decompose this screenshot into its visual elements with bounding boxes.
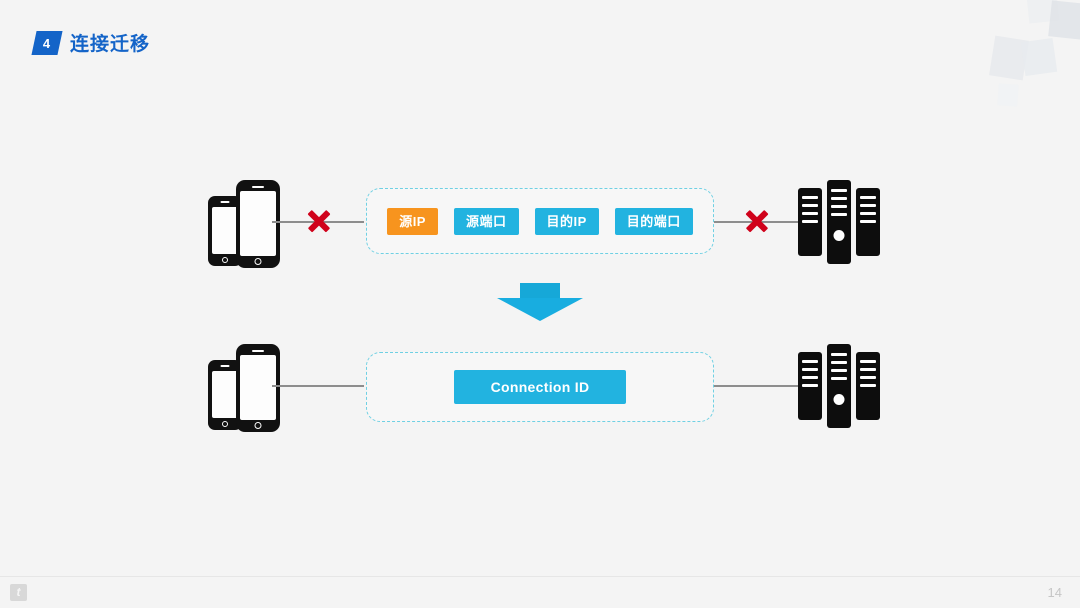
server-slot — [802, 212, 818, 215]
server-tower-left — [798, 188, 822, 256]
server-slot — [831, 369, 847, 372]
footer-bar — [0, 577, 1080, 608]
server-slot — [802, 360, 818, 363]
server-power-indicator — [833, 230, 845, 241]
server-slot — [831, 361, 847, 364]
connection-line-right-bottom — [714, 385, 800, 387]
diagram-row-after: Connection ID — [0, 332, 1080, 442]
server-tower-right — [856, 188, 880, 256]
server-slot — [802, 376, 818, 379]
server-slot — [802, 384, 818, 387]
server-tower-left — [798, 352, 822, 420]
phone-home-button — [254, 258, 262, 265]
red-x-icon-left-top — [306, 208, 332, 234]
server-power-indicator — [833, 394, 845, 405]
phone-speaker — [252, 350, 264, 352]
footer-logo-icon: t — [10, 584, 27, 601]
phone-primary-icon — [236, 344, 280, 432]
phone-speaker — [220, 365, 230, 367]
server-stack-icon-bottom — [798, 342, 880, 432]
server-slot — [831, 197, 847, 200]
footer-divider — [0, 576, 1080, 577]
mobile-phones-icon-top — [208, 176, 288, 271]
arrow-stem — [520, 283, 560, 300]
phone-home-button — [254, 422, 262, 429]
phone-screen — [240, 191, 276, 256]
phone-speaker — [220, 201, 230, 203]
server-slot — [860, 384, 876, 387]
server-slot — [860, 360, 876, 363]
page-number: 14 — [1047, 585, 1062, 600]
phone-home-button — [222, 257, 228, 263]
server-slot — [831, 353, 847, 356]
tuple-panel-top: 源IP 源端口 目的IP 目的端口 — [366, 188, 714, 254]
tag-source-port: 源端口 — [453, 207, 519, 235]
server-slot — [860, 196, 876, 199]
phone-screen — [240, 355, 276, 420]
arrow-head — [497, 298, 583, 321]
server-slot — [802, 368, 818, 371]
server-slot — [831, 213, 847, 216]
server-slot — [860, 368, 876, 371]
server-tower-center — [827, 180, 851, 264]
server-slot — [860, 204, 876, 207]
transition-arrow-down-icon — [497, 283, 583, 323]
mobile-phones-icon-bottom — [208, 340, 288, 435]
server-slot — [802, 220, 818, 223]
page-title: 连接迁移 — [70, 34, 151, 55]
phone-home-button — [222, 421, 228, 427]
tag-source-ip: 源IP — [387, 207, 438, 235]
slide-header: 4 连接迁移 — [31, 29, 151, 56]
server-slot — [802, 196, 818, 199]
server-slot — [831, 377, 847, 380]
diagram-row-before: 源IP 源端口 目的IP 目的端口 — [0, 168, 1080, 278]
tag-connection-id: Connection ID — [454, 370, 626, 404]
connection-id-panel: Connection ID — [366, 352, 714, 422]
server-tower-center — [827, 344, 851, 428]
server-slot — [860, 220, 876, 223]
server-tower-right — [856, 352, 880, 420]
tag-destination-port: 目的端口 — [614, 207, 693, 235]
server-stack-icon-top — [798, 178, 880, 268]
server-slot — [831, 189, 847, 192]
server-slot — [860, 212, 876, 215]
phone-speaker — [252, 186, 264, 188]
tag-destination-ip: 目的IP — [534, 207, 599, 235]
server-slot — [860, 376, 876, 379]
server-slot — [831, 205, 847, 208]
red-x-icon-right-top — [744, 208, 770, 234]
connection-line-left-bottom — [272, 385, 364, 387]
phone-primary-icon — [236, 180, 280, 268]
phone-screen — [212, 371, 238, 418]
phone-screen — [212, 207, 238, 254]
server-slot — [802, 204, 818, 207]
